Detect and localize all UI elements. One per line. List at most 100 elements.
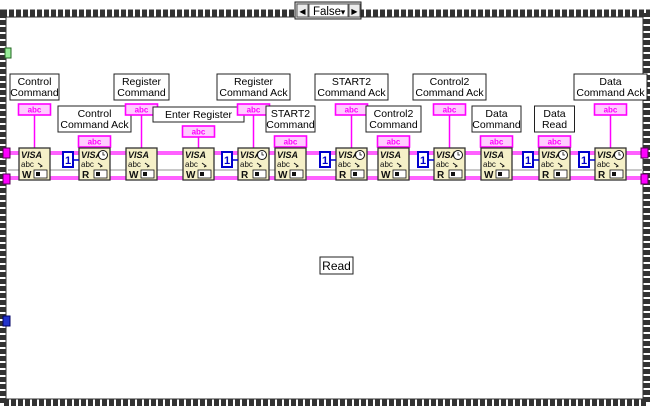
case-selector[interactable]: ◀ False ▾ ▶ — [294, 1, 362, 20]
constant-label-text: Command — [266, 119, 315, 131]
io-icon — [350, 169, 365, 179]
tunnel-green[interactable] — [4, 47, 12, 59]
arrow-icon — [499, 162, 505, 168]
visa-node-subtitle: abc — [541, 160, 554, 169]
visa-node-subtitle: abc — [81, 160, 94, 169]
arrow-icon — [37, 162, 43, 168]
string-tunnel[interactable] — [640, 147, 649, 159]
abc-constant-text: abc — [387, 138, 401, 147]
constant-label-text: Register — [234, 76, 274, 88]
read-label: Read — [319, 256, 354, 275]
visa-node-title: VISA — [240, 150, 261, 160]
visa-node-subtitle: abc — [128, 160, 141, 169]
io-icon-detail — [292, 172, 296, 176]
arrow-icon — [201, 162, 207, 168]
numeric-constant[interactable]: 1 — [417, 151, 434, 168]
visa-node-subtitle: abc — [277, 160, 290, 169]
string-tunnel[interactable] — [2, 173, 11, 185]
io-icon — [392, 169, 407, 179]
io-icon — [289, 169, 304, 179]
visa-node-mode: R — [598, 170, 606, 181]
visa-node-subtitle: abc — [338, 160, 351, 169]
io-icon-detail — [96, 172, 100, 176]
case-structure-frame[interactable] — [0, 9, 650, 406]
constant-label-text: Command Ack — [317, 87, 386, 99]
constant-label-text: Data — [485, 108, 507, 120]
constant-label-text: Command Ack — [415, 87, 484, 99]
constant-label-box — [9, 73, 60, 101]
case-selector-value-box[interactable] — [308, 3, 349, 18]
visa-node-subtitle: abc — [380, 160, 393, 169]
constant-label-box — [314, 73, 389, 101]
case-selector-decrement[interactable] — [296, 3, 309, 18]
visa-node-mode: W — [278, 170, 288, 181]
string-tunnel[interactable] — [640, 173, 649, 185]
numeric-constant[interactable]: 1 — [221, 151, 238, 168]
numeric-constants-layer: 1 1 1 1 1 1 — [62, 151, 595, 168]
case-selector-value: False — [313, 6, 341, 18]
case-selector-increment[interactable] — [348, 3, 361, 18]
visa-node-title: VISA — [436, 150, 457, 160]
numeric-constant[interactable]: 1 — [319, 151, 336, 168]
abc-constant-text: abc — [548, 138, 562, 147]
constant-label-text: Data — [543, 108, 565, 120]
visa-node-title: VISA — [81, 150, 102, 160]
io-icon — [609, 169, 624, 179]
io-icon-detail — [353, 172, 357, 176]
io-icon — [93, 169, 108, 179]
string-tunnel[interactable] — [2, 147, 11, 159]
constant-label-box — [534, 105, 575, 133]
constant-label-text: Control2 — [430, 76, 470, 88]
abc-constant-text: abc — [247, 106, 261, 115]
numeric-constant-value: 1 — [525, 155, 531, 167]
visa-node-subtitle: abc — [185, 160, 198, 169]
visa-node-subtitle: abc — [483, 160, 496, 169]
numeric-constant[interactable]: 1 — [578, 151, 595, 168]
numeric-constant[interactable]: 1 — [522, 151, 539, 168]
arrow-icon — [97, 162, 103, 168]
constant-label-text: Command — [10, 87, 59, 99]
visa-node-title: VISA — [338, 150, 359, 160]
constant-label-text: Command — [117, 87, 166, 99]
visa-node-title: VISA — [277, 150, 298, 160]
abc-constant-text: abc — [135, 106, 149, 115]
numeric-constant[interactable]: 1 — [62, 151, 79, 168]
visa-node-title: VISA — [541, 150, 562, 160]
io-icon — [252, 169, 267, 179]
tunnels-layer — [2, 147, 649, 327]
tunnel-blue[interactable] — [2, 315, 11, 327]
arrow-icon — [256, 162, 262, 168]
read-label-text: Read — [322, 259, 351, 273]
visa-node-mode: W — [129, 170, 139, 181]
constant-label-text: Data — [599, 76, 621, 88]
visa-node-title: VISA — [597, 150, 618, 160]
visa-node-subtitle: abc — [597, 160, 610, 169]
io-icon-detail — [200, 172, 204, 176]
left-arrow-icon: ◀ — [299, 7, 306, 16]
visa-node-mode: W — [22, 170, 32, 181]
